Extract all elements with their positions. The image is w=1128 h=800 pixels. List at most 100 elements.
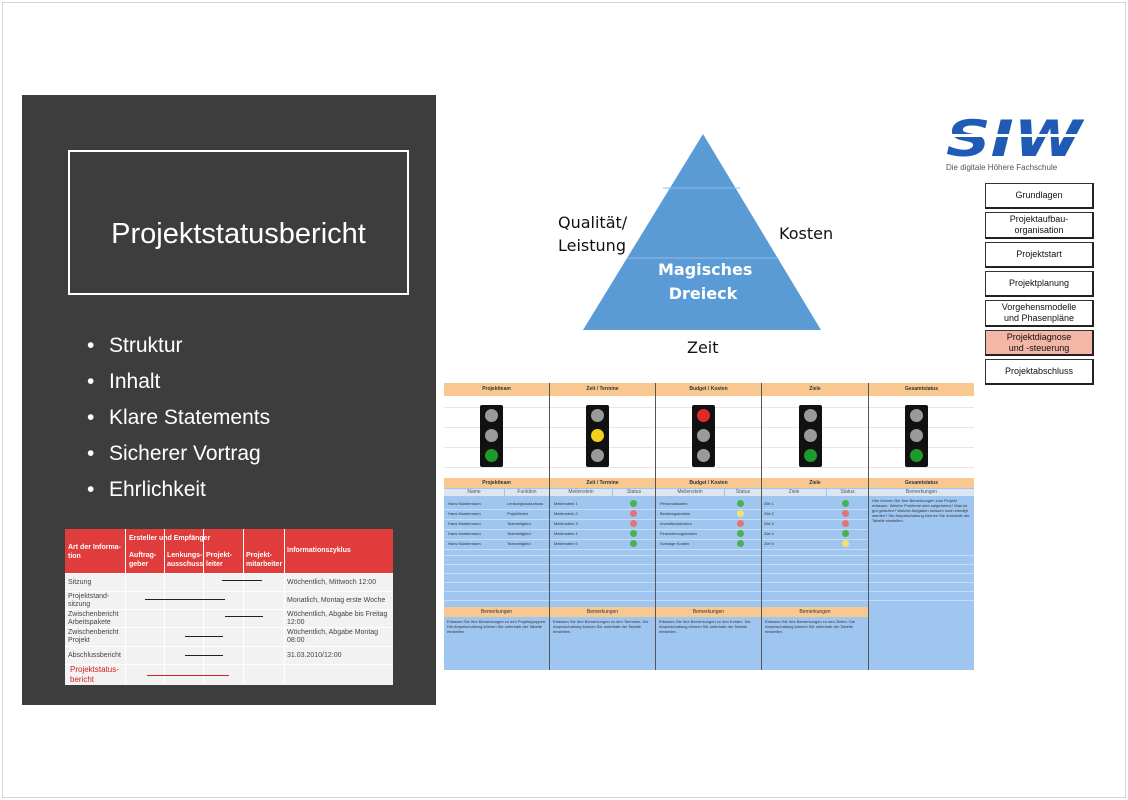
bullet-item: Sicherer Vortrag bbox=[87, 436, 270, 472]
row-info: Wöchentlich, Abgabe Montag 08:00 bbox=[287, 629, 379, 644]
row-cell: Ziel 1 bbox=[764, 501, 774, 506]
row-cell: Hans Mustermann bbox=[448, 531, 481, 536]
table-row bbox=[65, 664, 393, 685]
row-label: Zwischenbericht Projekt bbox=[68, 629, 119, 644]
status-icon bbox=[630, 510, 637, 517]
row-label: Zwischenbericht Arbeitspakete bbox=[68, 611, 119, 626]
row-divider bbox=[444, 539, 868, 540]
table-row: Zwischenbericht Projekt Wöchentlich, Abg… bbox=[65, 627, 393, 647]
light-gray bbox=[485, 409, 498, 422]
slide-title: Projektstatusbericht bbox=[111, 218, 366, 250]
light-green bbox=[485, 449, 498, 462]
light-gray bbox=[804, 409, 817, 422]
bullet-item: Klare Statements bbox=[87, 400, 270, 436]
info-header: Informationszyklus bbox=[287, 547, 351, 554]
quality-label-line: Leistung bbox=[558, 236, 626, 255]
light-yellow bbox=[591, 429, 604, 442]
status-icon bbox=[630, 520, 637, 527]
light-green bbox=[804, 449, 817, 462]
center-label-line: Magisches bbox=[658, 260, 753, 279]
triangle-center-label: Magisches Dreieck bbox=[658, 258, 753, 306]
triangle-shape bbox=[583, 134, 821, 330]
col-label: Name bbox=[444, 489, 504, 496]
row-cell: Investitionskosten bbox=[660, 521, 692, 526]
row-cell: Projektleiter bbox=[507, 511, 529, 516]
col-divider bbox=[243, 529, 244, 685]
arrow-line bbox=[185, 655, 223, 656]
nav-item-projektplanung[interactable]: Projektplanung bbox=[985, 271, 1094, 297]
dash-header: Ziele bbox=[762, 383, 868, 396]
bemerkung-note: Erfassen Sie Ihre Bemerkungen zu den Zie… bbox=[765, 619, 856, 634]
quality-label: Qualität/ Leistung bbox=[558, 211, 627, 257]
nav-item-projektaufbau[interactable]: Projektaufbau- organisation bbox=[985, 212, 1094, 239]
status-icon bbox=[737, 500, 744, 507]
svg-text:SIW: SIW bbox=[946, 114, 1086, 162]
col-divider bbox=[125, 529, 126, 685]
row-info: 31.03.2010/12:00 bbox=[287, 652, 342, 659]
col-label: Meilenstein bbox=[656, 489, 724, 496]
row-cell: Meilenstein 2 bbox=[554, 511, 578, 516]
sub-header: Projekt-mitarbeiter bbox=[246, 552, 283, 568]
status-icon bbox=[842, 510, 849, 517]
row-divider bbox=[444, 573, 974, 574]
grid-line bbox=[444, 467, 974, 468]
row-cell: Teammitglied bbox=[507, 541, 531, 546]
col-header-info-type: Art der Informa-tion bbox=[68, 544, 121, 560]
dash-sub-header: Gesamtstatus bbox=[869, 478, 974, 488]
bemerkungen-header: Bemerkungen bbox=[550, 607, 655, 617]
quality-label-line: Qualität/ bbox=[558, 213, 628, 232]
row-cell: Ziel 5 bbox=[764, 541, 774, 546]
row-cell: Lenkungsausschuss bbox=[507, 501, 544, 506]
highlight-arrow-line bbox=[147, 675, 229, 676]
row-info: Wöchentlich, Mittwoch 12:00 bbox=[287, 579, 377, 586]
bemerkungen-header: Bemerkungen bbox=[444, 607, 549, 617]
status-icon bbox=[842, 500, 849, 507]
nav-item-projektdiagnose[interactable]: Projektdiagnose und -steuerung bbox=[985, 330, 1094, 356]
row-cell: Meilenstein 4 bbox=[554, 531, 578, 536]
light-gray bbox=[697, 449, 710, 462]
col-label: Funktion bbox=[505, 489, 549, 496]
logo-subtitle: Die digitale Höhere Fachschule bbox=[946, 163, 1058, 172]
table-row: Zwischenbericht Arbeitspakete Wöchentlic… bbox=[65, 609, 393, 628]
col-divider bbox=[203, 529, 204, 685]
row-divider bbox=[444, 509, 868, 510]
dash-sub-header: Ziele bbox=[762, 478, 868, 488]
sub-header: Auftrag-geber bbox=[129, 552, 157, 568]
nav-item-projektabschluss[interactable]: Projektabschluss bbox=[985, 359, 1094, 385]
row-cell: Hans Mustermann bbox=[448, 501, 481, 506]
row-cell: Sonstige Kosten bbox=[660, 541, 690, 546]
title-box: Projektstatusbericht bbox=[68, 150, 409, 295]
status-icon bbox=[737, 540, 744, 547]
row-divider bbox=[444, 555, 974, 556]
row-cell: Hans Mustermann bbox=[448, 521, 481, 526]
col-label: Meilenstein bbox=[550, 489, 612, 496]
sub-header: Projekt-leiter bbox=[206, 552, 233, 568]
dash-header: Projektteam bbox=[444, 383, 549, 396]
nav-item-projektstart[interactable]: Projektstart bbox=[985, 242, 1094, 268]
dash-header: Zeit / Termine bbox=[550, 383, 655, 396]
row-cell: Meilenstein 5 bbox=[554, 541, 578, 546]
bemerkungen-header: Bemerkungen bbox=[762, 607, 868, 617]
row-info: Monatlich, Montag erste Woche bbox=[287, 597, 386, 604]
nav-item-grundlagen[interactable]: Grundlagen bbox=[985, 183, 1094, 209]
row-cell: Teammitglied bbox=[507, 531, 531, 536]
nav-item-vorgehensmodelle[interactable]: Vorgehensmodelle und Phasenpläne bbox=[985, 300, 1094, 327]
row-cell: Ziel 4 bbox=[764, 531, 774, 536]
table-row: Projektstand-sitzung Monatlich, Montag e… bbox=[65, 591, 393, 610]
bullet-list: Struktur Inhalt Klare Statements Sichere… bbox=[87, 328, 270, 508]
row-cell: Beratungskosten bbox=[660, 511, 691, 516]
traffic-light bbox=[799, 405, 822, 467]
bemerkung-note: Erfassen Sie Ihre Bemerkungen zu den Kos… bbox=[659, 619, 751, 634]
light-gray bbox=[591, 449, 604, 462]
highlight-label: Projektstatus-bericht bbox=[70, 665, 119, 684]
status-icon bbox=[630, 530, 637, 537]
status-icon bbox=[630, 500, 637, 507]
light-gray bbox=[910, 429, 923, 442]
light-gray bbox=[910, 409, 923, 422]
cost-label: Kosten bbox=[779, 224, 834, 243]
col-divider bbox=[164, 529, 165, 685]
status-icon bbox=[737, 510, 744, 517]
light-red bbox=[697, 409, 710, 422]
col-label: Status bbox=[827, 489, 868, 496]
bemerkung-note: Erfassen Sie Ihre Bemerkungen zu den Ter… bbox=[553, 619, 649, 634]
